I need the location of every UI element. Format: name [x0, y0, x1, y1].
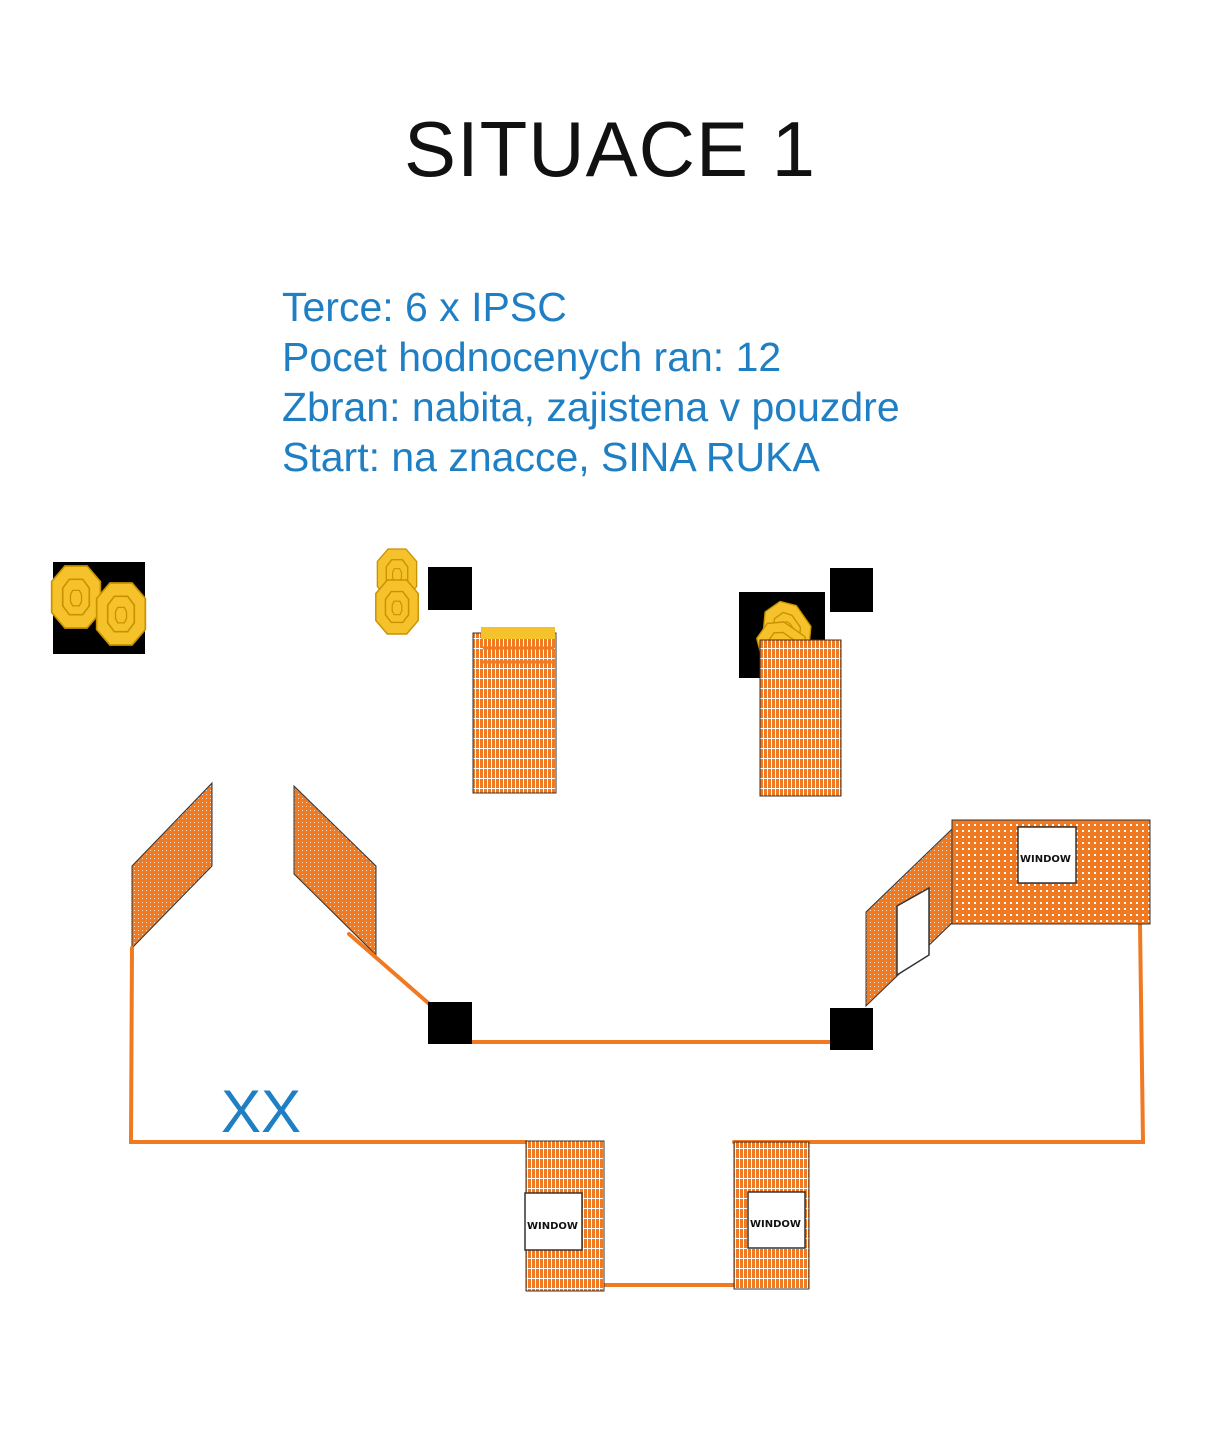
ipsc-target	[95, 582, 147, 646]
black-box	[428, 567, 472, 610]
start-marker: XX	[221, 1078, 301, 1145]
target-over-wall	[481, 627, 555, 641]
stage-briefing: Terce: 6 x IPSC Pocet hodnocenych ran: 1…	[282, 282, 900, 482]
ipsc-target	[50, 565, 102, 629]
wall-opening	[896, 886, 930, 977]
window-wall-bottom-left: WINDOW	[524, 1140, 605, 1292]
briefing-start: Start: na znacce, SINA RUKA	[282, 434, 820, 480]
briefing-targets: Terce: 6 x IPSC	[282, 284, 567, 330]
window	[747, 1191, 806, 1249]
window	[1017, 826, 1077, 884]
ipsc-target	[375, 579, 419, 635]
black-box	[830, 568, 873, 612]
fault-lines	[128, 923, 1146, 1287]
black-box	[830, 1008, 873, 1050]
target-group-left	[50, 562, 147, 654]
barrel-wall	[759, 639, 842, 797]
target-group-center	[375, 548, 557, 794]
angled-wall	[131, 781, 213, 950]
black-box	[428, 1002, 472, 1044]
briefing-weapon: Zbran: nabita, zajistena v pouzdre	[282, 384, 900, 430]
window-wall-bottom-right: WINDOW	[733, 1141, 810, 1290]
window	[524, 1192, 583, 1251]
window-label: WINDOW	[1020, 854, 1071, 865]
angled-wall	[293, 784, 377, 957]
briefing-rounds: Pocet hodnocenych ran: 12	[282, 334, 782, 380]
window-wall-right: WINDOW	[865, 819, 1151, 1008]
target-group-right	[739, 568, 873, 797]
page-title: SITUACE 1	[403, 105, 817, 193]
window-label: WINDOW	[750, 1219, 801, 1230]
window-label: WINDOW	[527, 1221, 578, 1232]
angled-walls-left	[131, 781, 377, 957]
